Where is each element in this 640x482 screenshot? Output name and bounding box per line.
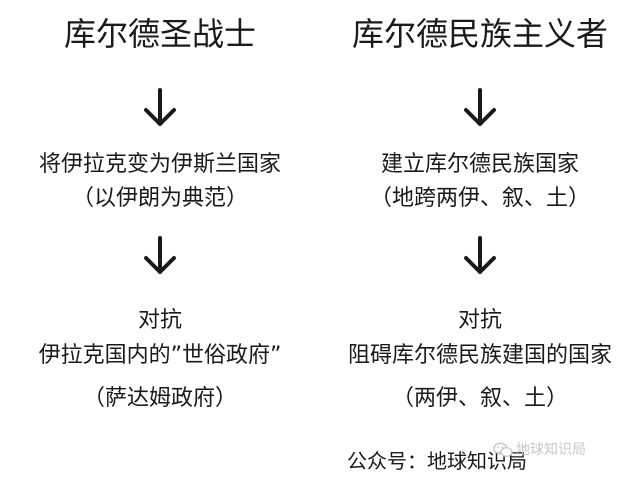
right-oppose: 对抗 xyxy=(457,308,502,333)
down-arrow-icon xyxy=(141,88,179,128)
down-arrow-icon xyxy=(141,236,179,276)
right-oppose-target: 阻碍库尔德民族建国的国家 xyxy=(347,343,612,368)
source-credit: 公众号：地球知识局 xyxy=(347,449,527,473)
right-title: 库尔德民族主义者 xyxy=(351,15,608,53)
left-title: 库尔德圣战士 xyxy=(63,15,256,53)
watermark-text: 地球知识局 xyxy=(516,442,586,458)
right-goal: 建立库尔德民族国家 xyxy=(380,152,579,177)
left-oppose-note: （萨达姆政府） xyxy=(82,386,237,411)
left-oppose-target: 伊拉克国内的”世俗政府” xyxy=(38,343,282,368)
right-column: 库尔德民族主义者 建立库尔德民族国家 （地跨两伊、叙、土） 对抗 阻碍库尔德民族… xyxy=(320,0,640,482)
right-oppose-note: （两伊、叙、土） xyxy=(391,386,568,411)
left-goal: 将伊拉克变为伊斯兰国家 xyxy=(38,152,281,177)
wechat-icon xyxy=(493,442,513,458)
left-goal-note: （以伊朗为典范） xyxy=(71,186,248,211)
down-arrow-icon xyxy=(461,236,499,276)
down-arrow-icon xyxy=(461,88,499,128)
left-column: 库尔德圣战士 将伊拉克变为伊斯兰国家 （以伊朗为典范） 对抗 伊拉克国内的”世俗… xyxy=(38,15,282,411)
left-oppose: 对抗 xyxy=(137,308,182,333)
right-goal-note: （地跨两伊、叙、土） xyxy=(369,186,590,211)
